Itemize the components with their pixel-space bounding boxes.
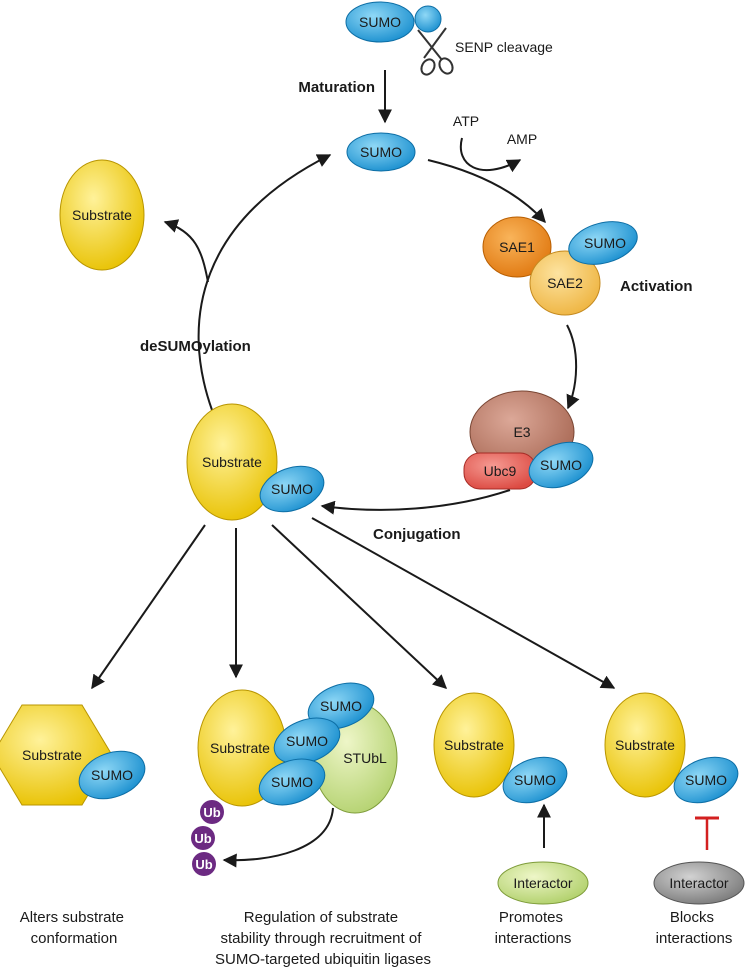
desumoylation-arrow (163, 219, 209, 283)
substrate-bound-sumo: SUMO (259, 465, 325, 513)
promote-substrate: Substrate (433, 692, 515, 798)
outcome-arrow-blocks (311, 517, 616, 689)
svg-text:SUMO: SUMO (514, 772, 556, 788)
senp-cleavage-label: SENP cleavage (455, 39, 553, 55)
caption-stability: Regulation of substrate stability throug… (215, 909, 431, 968)
ubc9-bound-sumo: SUMO (528, 441, 594, 489)
conjugation-step-arrow (566, 324, 580, 410)
caption-promotes: Promotes interactions (495, 909, 572, 947)
sumo-precursor: SUMO (345, 1, 415, 43)
scissors-icon (417, 27, 454, 76)
promote-interactor: Interactor (497, 861, 589, 905)
conformation-sumo: SUMO (78, 750, 146, 800)
conjugation-arrow (320, 489, 511, 515)
svg-text:Ub: Ub (203, 805, 220, 820)
svg-text:Ub: Ub (195, 857, 212, 872)
svg-text:Ubc9: Ubc9 (484, 463, 517, 479)
activation-label: Activation (620, 278, 693, 295)
svg-text:SUMO: SUMO (320, 698, 362, 714)
svg-text:Substrate: Substrate (210, 740, 270, 756)
svg-text:SUMO: SUMO (540, 457, 582, 473)
sae2: SAE2 (529, 250, 601, 316)
svg-text:Substrate: Substrate (615, 737, 675, 753)
mature-sumo: SUMO (346, 132, 416, 172)
svg-text:SUMO: SUMO (685, 772, 727, 788)
svg-text:Substrate: Substrate (22, 747, 82, 763)
svg-text:SUMO: SUMO (584, 235, 626, 251)
ub-transfer-arrow (222, 807, 334, 868)
svg-text:SUMO: SUMO (91, 767, 133, 783)
svg-text:Substrate: Substrate (202, 454, 262, 470)
atp-label: ATP (453, 113, 479, 129)
svg-text:SUMO: SUMO (271, 774, 313, 790)
ubc9: Ubc9 (463, 452, 537, 490)
svg-text:Interactor: Interactor (513, 875, 572, 891)
poly-sumo-chain: SUMO SUMO SUMO (258, 682, 375, 806)
conjugation-label: Conjugation (373, 526, 460, 543)
sumoylated-substrate: Substrate (186, 403, 278, 521)
amp-label: AMP (507, 131, 537, 147)
activation-arrow (427, 159, 546, 224)
caption-blocks: Blocks interactions (656, 909, 733, 947)
block-interactor: Interactor (653, 861, 745, 905)
sae-bound-sumo: SUMO (568, 221, 638, 265)
svg-text:Substrate: Substrate (72, 207, 132, 223)
outcome-arrow-promotes (271, 524, 448, 689)
svg-text:SUMO: SUMO (286, 733, 328, 749)
outcome-arrow-conformation (91, 524, 206, 690)
arrows (91, 70, 719, 868)
caption-conformation: Alters substrate conformation (20, 909, 128, 947)
svg-text:SUMO: SUMO (359, 14, 401, 30)
sae1: SAE1 (482, 216, 552, 278)
svg-text:SUMO: SUMO (360, 144, 402, 160)
svg-text:E3: E3 (513, 424, 530, 440)
block-substrate: Substrate (604, 692, 686, 798)
svg-text:SAE2: SAE2 (547, 275, 583, 291)
maturation-label: Maturation (298, 79, 375, 96)
cycle-return-arrow (197, 154, 332, 411)
sumo-propeptide (414, 5, 442, 33)
svg-text:SUMO: SUMO (271, 481, 313, 497)
free-substrate: Substrate (59, 159, 145, 271)
block-interaction-symbol (695, 816, 719, 850)
svg-text:Ub: Ub (194, 831, 211, 846)
svg-text:Substrate: Substrate (444, 737, 504, 753)
promote-sumo: SUMO (502, 756, 568, 804)
atp-amp-arrow (459, 137, 522, 173)
ubiquitin-chain: Ub Ub Ub (191, 800, 224, 876)
svg-text:Interactor: Interactor (669, 875, 728, 891)
svg-text:SAE1: SAE1 (499, 239, 535, 255)
desumoylation-label: deSUMOylation (140, 338, 251, 355)
svg-text:STUbL: STUbL (343, 750, 387, 766)
block-sumo: SUMO (673, 756, 739, 804)
